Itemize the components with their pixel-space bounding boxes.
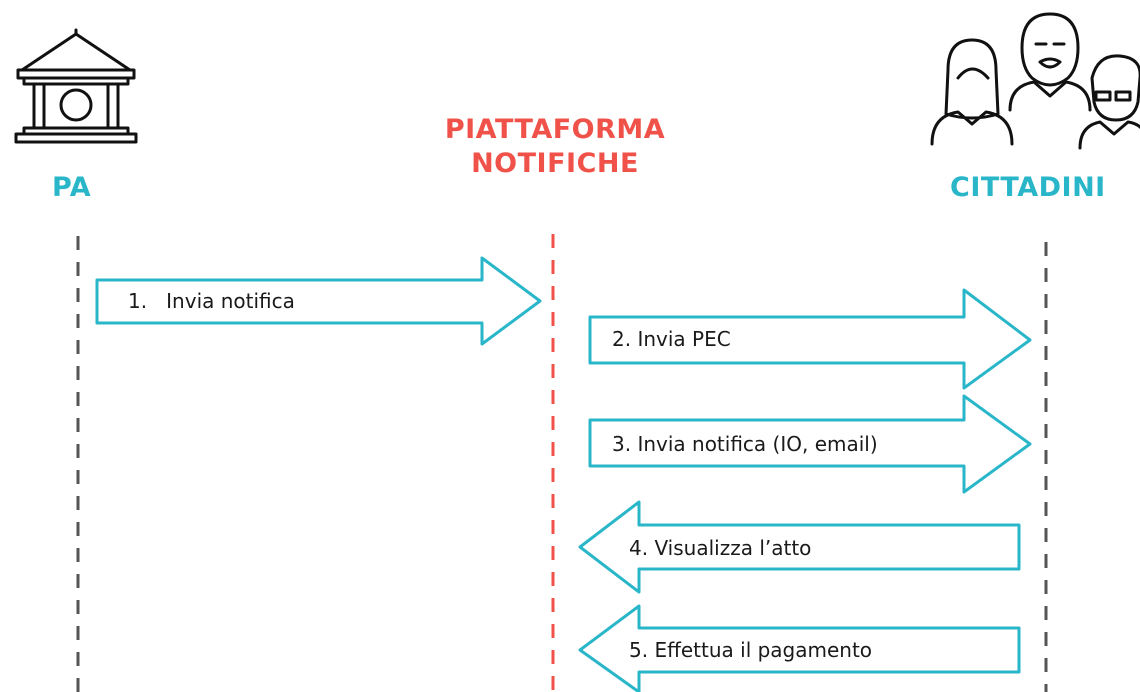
- step-1-label: 1. Invia notifica: [128, 289, 295, 313]
- people-group-icon: [930, 12, 1140, 150]
- step-4-arrow: [578, 500, 1021, 594]
- platform-label-line2: NOTIFICHE: [471, 148, 639, 179]
- step-1-arrow: [95, 256, 542, 346]
- step-2-label: 2. Invia PEC: [612, 327, 731, 351]
- step-3-arrow: [588, 394, 1032, 494]
- step-5-arrow: [578, 604, 1021, 692]
- pa-label: PA: [52, 172, 92, 203]
- step-4-label: 4. Visualizza l’atto: [629, 536, 812, 560]
- government-building-icon: [14, 28, 138, 144]
- step-3-label: 3. Invia notifica (IO, email): [612, 432, 878, 456]
- citizens-label: CITTADINI: [950, 172, 1106, 203]
- platform-label: PIATTAFORMA NOTIFICHE: [415, 113, 695, 181]
- step-5-label: 5. Effettua il pagamento: [629, 638, 873, 662]
- step-2-arrow: [588, 288, 1032, 390]
- platform-label-line1: PIATTAFORMA: [444, 114, 666, 145]
